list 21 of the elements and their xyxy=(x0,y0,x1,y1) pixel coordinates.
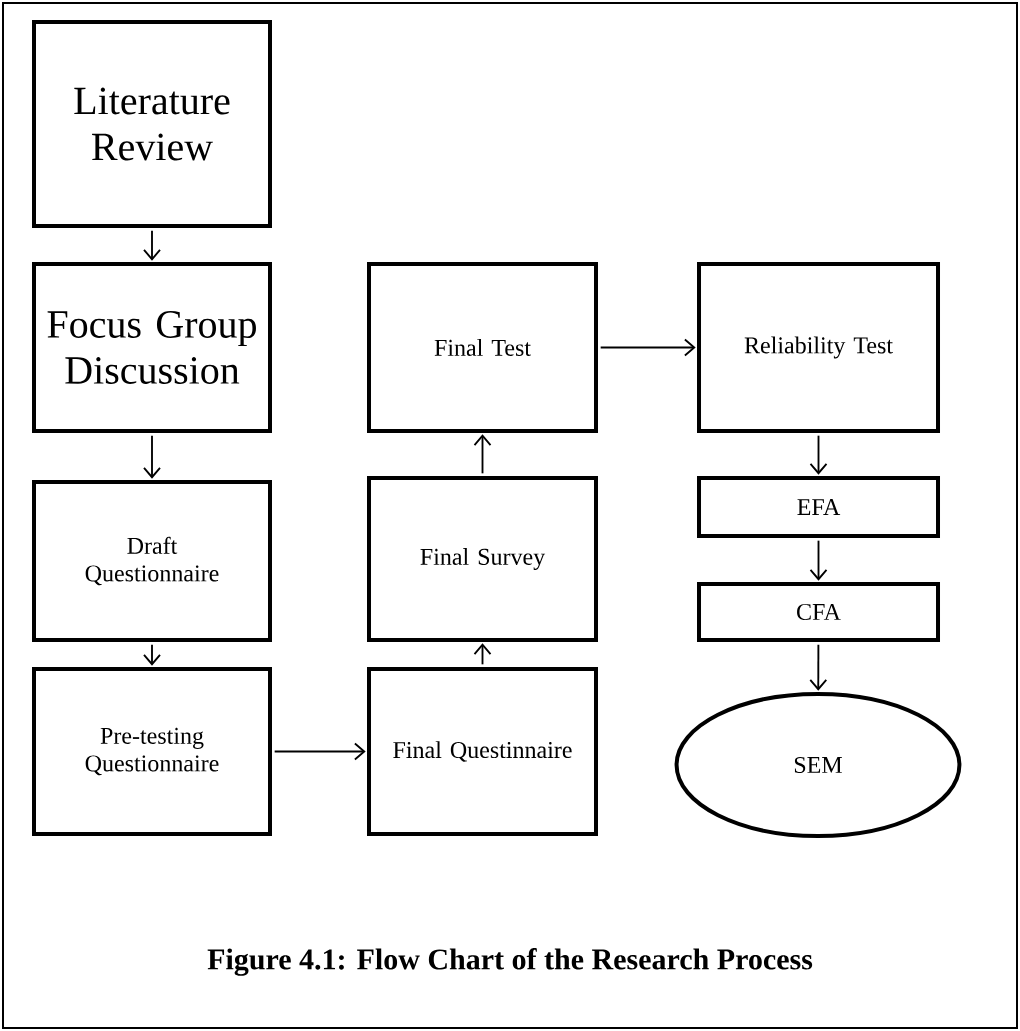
arrow xyxy=(809,434,828,475)
process-box: EFA xyxy=(697,476,940,538)
arrow xyxy=(599,338,696,357)
process-box: Literature Review xyxy=(32,20,272,228)
process-box: Focus Group Discussion xyxy=(32,262,272,433)
process-box: Pre-testing Questionnaire xyxy=(32,667,272,836)
arrow xyxy=(809,539,828,581)
arrow xyxy=(143,643,161,666)
arrow xyxy=(473,434,492,475)
process-box: Reliability Test xyxy=(697,262,940,433)
process-box: Final Test xyxy=(367,262,598,433)
arrow xyxy=(809,643,828,691)
process-box: CFA xyxy=(697,582,940,642)
process-box: Draft Questionnaire xyxy=(32,480,272,642)
arrow xyxy=(143,229,161,261)
arrow xyxy=(473,643,492,666)
caption: Figure 4.1: Flow Chart of the Research Process xyxy=(207,948,813,976)
process-box: Final Questinnaire xyxy=(367,667,598,836)
process-box: Final Survey xyxy=(367,476,598,642)
arrow xyxy=(143,434,161,479)
arrow xyxy=(273,742,366,761)
